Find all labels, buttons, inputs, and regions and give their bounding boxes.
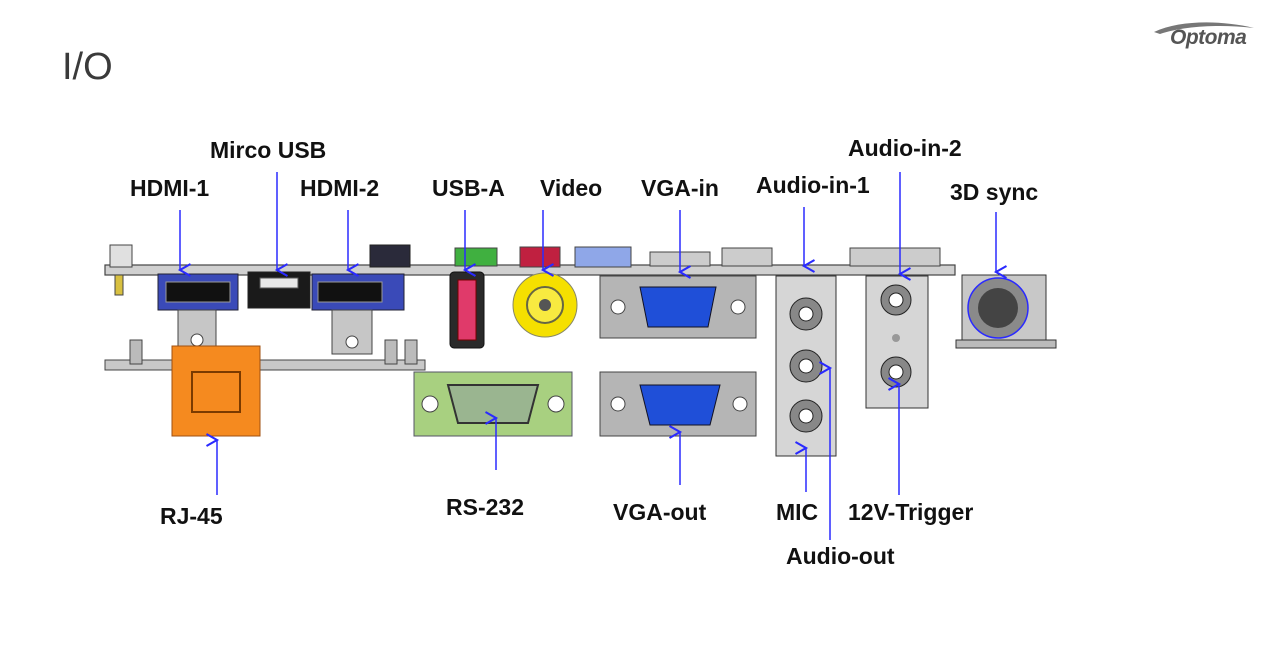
micro-usb-port — [247, 271, 311, 309]
label-usb-a: USB-A — [432, 175, 505, 201]
audio-jack-stack-1 — [775, 275, 837, 457]
hdmi-2-port — [311, 273, 405, 355]
main-board — [104, 244, 956, 371]
label-mic: MIC — [776, 499, 818, 525]
label-hdmi-1: HDMI-1 — [130, 175, 209, 201]
label-rj45: RJ-45 — [160, 503, 223, 529]
optoma-logo-swoosh-icon — [1154, 22, 1254, 34]
rs232-port — [413, 371, 573, 437]
3d-sync-port — [955, 274, 1057, 349]
label-vga-out: VGA-out — [613, 499, 707, 525]
label-audio-in-2: Audio-in-2 — [848, 135, 962, 161]
rj45-port — [171, 345, 261, 437]
label-rs232: RS-232 — [446, 494, 524, 520]
label-video: Video — [540, 175, 602, 201]
slide-title: I/O — [62, 46, 113, 88]
vga-in-port — [599, 275, 757, 339]
label-micro-usb: Mirco USB — [210, 137, 326, 163]
label-audio-in-1: Audio-in-1 — [756, 172, 870, 198]
label-hdmi-2: HDMI-2 — [300, 175, 379, 201]
vga-out-port — [599, 371, 757, 437]
label-vga-in: VGA-in — [641, 175, 719, 201]
audio-jack-stack-2 — [865, 275, 929, 409]
callout-arrows — [177, 172, 1008, 540]
label-audio-out: Audio-out — [786, 543, 895, 569]
label-3d-sync: 3D sync — [950, 179, 1038, 205]
usb-a-port — [449, 271, 485, 349]
optoma-logo: Optoma — [1170, 26, 1247, 49]
video-rca-port — [512, 272, 578, 338]
hdmi-1-port — [157, 273, 239, 351]
label-12v-trigger: 12V-Trigger — [848, 499, 973, 525]
